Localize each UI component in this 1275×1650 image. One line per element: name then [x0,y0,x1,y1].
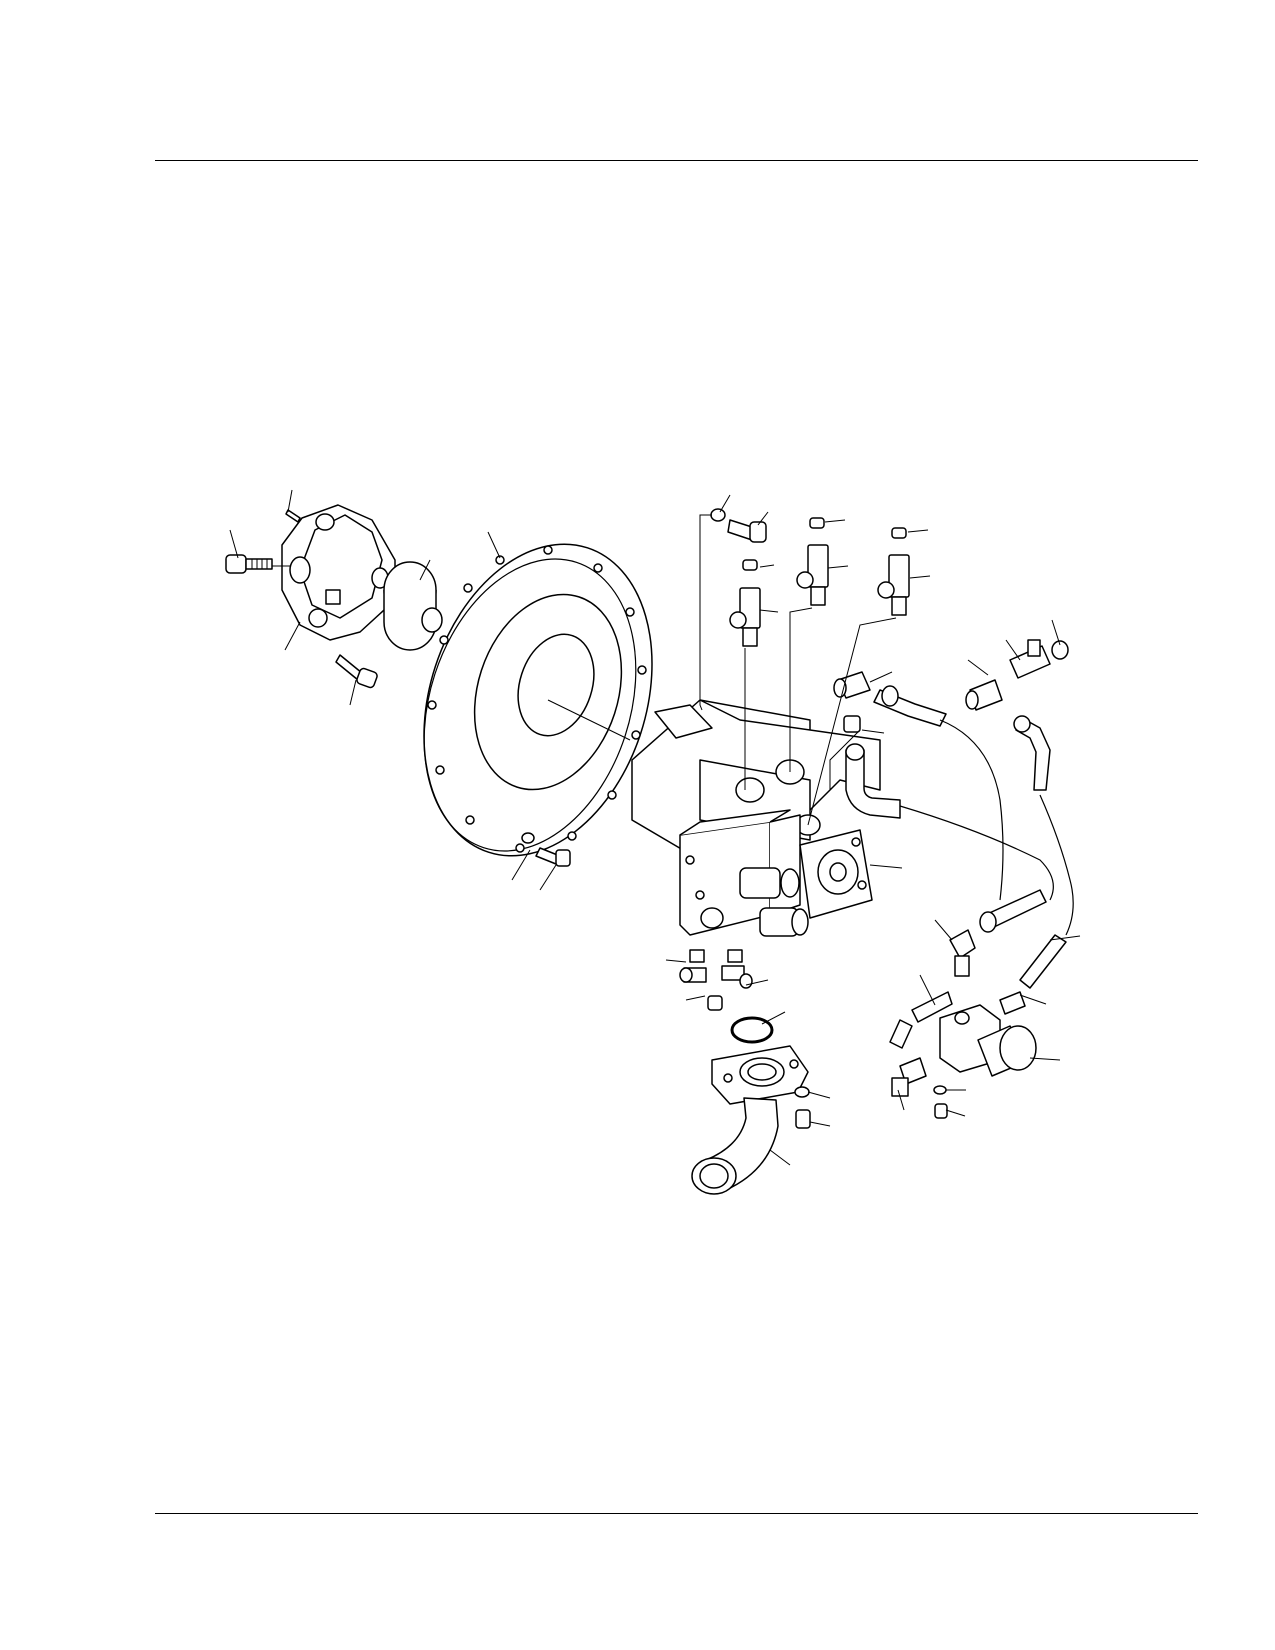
union-fitting [843,715,861,733]
coupling-hub [383,561,443,651]
top-rule [155,160,1198,161]
hose-end-diagonal [1019,934,1067,989]
solenoid-elbow [891,1057,927,1097]
coupling-bolt [225,554,273,574]
check-valve-middle [796,517,829,606]
hose-bent [845,743,901,819]
o-ring [730,1016,774,1044]
elbow-fitting-top [833,671,871,699]
flange-washer-and-bolt [794,1086,811,1129]
bottom-rule [155,1513,1198,1514]
hose-end-lower [979,889,1047,933]
solenoid-coil [977,1025,1037,1077]
check-valve-left [729,559,761,647]
suction-flange-elbow [691,1045,809,1195]
leader-lines [229,489,1081,1166]
adapter-plate [423,543,653,857]
check-valve-right [877,527,910,616]
hose-line-c [899,805,1054,901]
tee-fitting-right [1009,639,1069,679]
coupling-pin [285,509,301,523]
hose-short [889,991,953,1049]
top-washer-and-bolt [710,508,767,543]
pump-assembly [631,699,881,937]
adapter-right [965,679,1003,711]
plate-washer-and-bolt [521,832,571,867]
hose-end-upper [873,685,947,727]
coupling-element [281,504,396,641]
elbow-fitting-side [999,991,1026,1015]
elbow-fitting-lower [949,929,976,977]
coupling-screw-lower [335,654,378,689]
hose-line-b [1039,794,1074,936]
solenoid-washer-and-bolt [933,1085,948,1119]
small-fittings-below-pump [679,949,753,1011]
hose-right [1013,715,1051,791]
hose-line-a [939,719,1004,901]
